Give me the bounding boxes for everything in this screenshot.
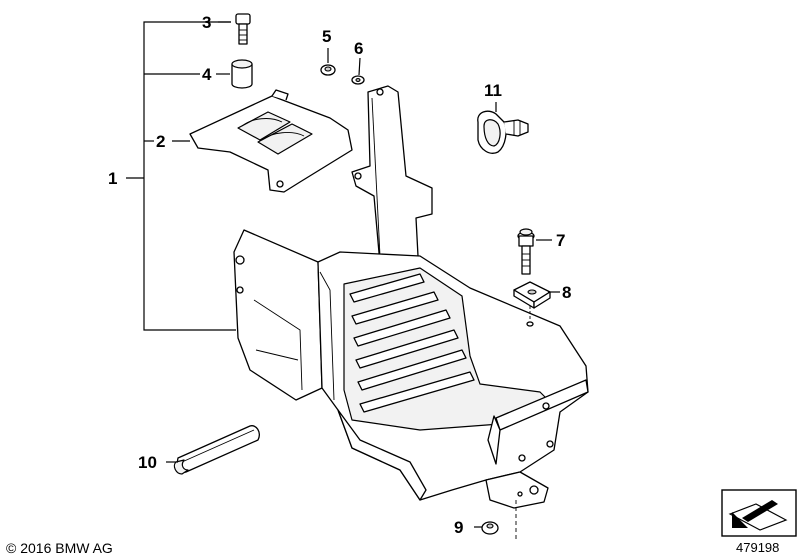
part-11-clip[interactable] (477, 110, 529, 154)
group-1-bracket (126, 21, 236, 331)
callout-2: 2 (156, 132, 165, 151)
part-6-washer[interactable] (351, 75, 365, 85)
direction-arrow-icon (721, 489, 797, 537)
part-2-bracket-plate[interactable] (189, 89, 353, 193)
callout-1: 1 (108, 169, 117, 188)
part-3-bolt[interactable] (235, 13, 251, 45)
callout-3: 3 (202, 13, 211, 32)
callout-8: 8 (562, 283, 571, 302)
callout-6: 6 (354, 39, 363, 58)
callout-4: 4 (202, 65, 212, 84)
callout-10: 10 (138, 453, 157, 472)
part-7-bolt[interactable] (517, 228, 535, 275)
part-1-battery-tray[interactable] (233, 85, 589, 509)
part-9-nut[interactable] (481, 521, 499, 535)
callout-7: 7 (556, 231, 565, 250)
part-10-edge-protector[interactable] (173, 425, 260, 475)
callout-9: 9 (454, 518, 463, 537)
part-8-clip-nut[interactable] (513, 281, 551, 309)
part-4-spacer[interactable] (231, 59, 253, 89)
callout-11: 11 (484, 81, 502, 100)
part-5-nut[interactable] (320, 64, 336, 76)
callout-5: 5 (322, 27, 331, 46)
diagram-number: 479198 (736, 540, 780, 555)
copyright-text: © 2016 BMW AG (6, 540, 113, 556)
tray-ribs (349, 273, 475, 413)
